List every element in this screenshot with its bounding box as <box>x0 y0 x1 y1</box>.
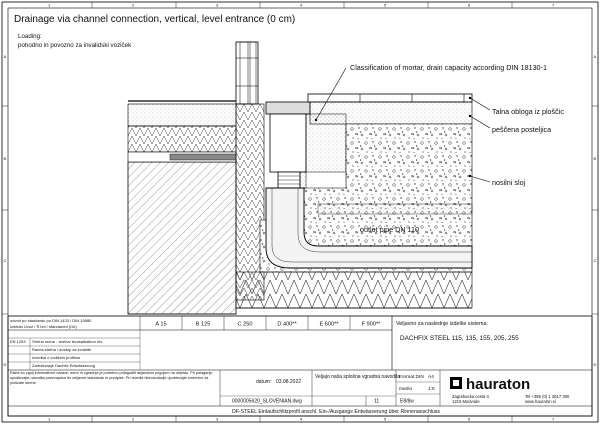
format-label: Format DIN <box>399 374 424 380</box>
wall-insulation <box>235 103 265 301</box>
company-name: hauraton <box>466 376 530 393</box>
concrete-slab <box>127 161 237 315</box>
left-tick-c: C <box>4 258 7 263</box>
channel-body <box>269 113 307 173</box>
left-tick-a: A <box>4 54 7 59</box>
right-tick-d: D <box>594 362 597 367</box>
bottom-tick-1: 1 <box>48 417 51 422</box>
phone: Tel +386 (0) 1 3617 300 <box>525 394 570 399</box>
address-1: Zagrebacka cesta 4 <box>452 394 489 399</box>
footer-caption: DF-STEEL Einlaufschlitzprofil anschl. Ei… <box>232 409 440 415</box>
suitable-heading: Veljavno za naslednje izdelke sistema: <box>396 321 488 327</box>
sand-bedding <box>309 101 473 125</box>
file-name: 0000005620_SLOVENIAN.dwg <box>232 399 302 405</box>
bottom-tick-6: 6 <box>468 417 471 422</box>
sealing-strip <box>169 153 237 161</box>
callout-pipe: outlet pipe DN 110 <box>360 225 419 234</box>
frame-labels: 1 2 3 4 5 6 7 1 2 3 4 5 6 7 A B C D A B … <box>4 3 597 422</box>
screed-layer <box>127 103 237 127</box>
address-2: 1215 Medvode <box>452 399 480 404</box>
tb-left-header-2: Izdelan Uvoz / Š Izd / standardni (Od) <box>10 324 77 329</box>
callout-mortar: Classification of mortar, drain capacity… <box>350 63 547 72</box>
top-tick-6: 6 <box>468 3 471 8</box>
sheet-number: 11 <box>374 399 379 405</box>
row-text-1: Streha ravna - streha/ terasa/balkon etc… <box>32 339 103 344</box>
scale-label: merilo <box>399 386 412 392</box>
leader-dots <box>314 96 472 178</box>
website: www.hauraton.si <box>525 399 556 404</box>
top-tick-5: 5 <box>384 3 387 8</box>
left-tick-b: B <box>4 156 7 161</box>
date-label: datum: <box>256 379 271 385</box>
insulation-layer <box>127 125 237 153</box>
right-tick-c: C <box>594 258 597 263</box>
row-text-3: Izvedba z vodilnim profilom <box>32 355 81 360</box>
scale-ratio: E8/8w <box>400 399 414 405</box>
right-tick-b: B <box>594 156 597 161</box>
row-code-1: EN 1253 <box>10 339 26 344</box>
outlet-pipe <box>265 187 473 269</box>
sub-base <box>235 271 473 309</box>
load-class-a15: A 15 <box>155 322 166 328</box>
drain-mortar <box>299 113 347 189</box>
callout-sand: peščena posteljica <box>492 125 551 134</box>
left-tick-d: D <box>4 362 7 367</box>
tb-left-header-1: odvod po standardu po DIN 1433 / DIN 195… <box>10 318 92 323</box>
top-tick-4: 4 <box>300 3 303 8</box>
format-value: A4 <box>428 374 434 380</box>
top-tick-3: 3 <box>216 3 219 8</box>
load-classes: A 15 B 125 C 250 D 400** E 600** F 900** <box>155 322 381 328</box>
top-tick-7: 7 <box>552 3 555 8</box>
bottom-tick-7: 7 <box>552 417 555 422</box>
cross-section <box>127 41 473 315</box>
top-tick-1: 1 <box>48 3 51 8</box>
leader-lines <box>315 67 491 183</box>
bottom-tick-4: 4 <box>300 417 303 422</box>
note-text: Veljajo naša splošna vgradna navodila. <box>315 374 401 380</box>
date-value: 03.08.2022 <box>276 379 301 385</box>
callout-floor: Talna obloga iz ploščic <box>492 107 564 116</box>
bottom-tick-2: 2 <box>132 417 135 422</box>
hauraton-logo: hauraton <box>450 376 530 393</box>
load-class-c250: C 250 <box>238 322 253 328</box>
load-class-d400: D 400** <box>277 322 297 328</box>
disclaimer-box: Risbe so zgolj informativne narave; mere… <box>10 371 213 385</box>
bottom-tick-5: 5 <box>384 417 387 422</box>
drawing-title: Drainage via channel connection, vertica… <box>14 14 295 25</box>
product-line: DACHFIX STEEL 115, 135, 155, 205, 255 <box>400 335 519 342</box>
gravel-base <box>259 123 473 273</box>
top-tick-2: 2 <box>132 3 135 8</box>
channel-top <box>265 101 311 115</box>
right-tick-a: A <box>594 54 597 59</box>
bottom-tick-3: 3 <box>216 417 219 422</box>
floor-tiles <box>307 93 473 103</box>
scale-value: 1:5 <box>428 386 435 392</box>
row-text-2: Ravna streha / dostop za invalide <box>32 347 92 352</box>
disclaimer-text: Risbe so zgolj informativne narave; mere… <box>10 371 213 385</box>
load-class-b125: B 125 <box>196 322 211 328</box>
row-text-4: Zadrževanje Dachfix Entwässerung <box>32 363 95 368</box>
load-class-f900: F 900** <box>362 322 381 328</box>
door-frame <box>235 41 259 105</box>
title-block <box>7 315 593 417</box>
load-class-e600: E 600** <box>320 322 340 328</box>
loading-label: Loading: <box>18 33 42 40</box>
callout-base: nosilni sloj <box>492 178 526 187</box>
loading-value: pohodno in povozno za invalidski voziček <box>18 42 132 49</box>
